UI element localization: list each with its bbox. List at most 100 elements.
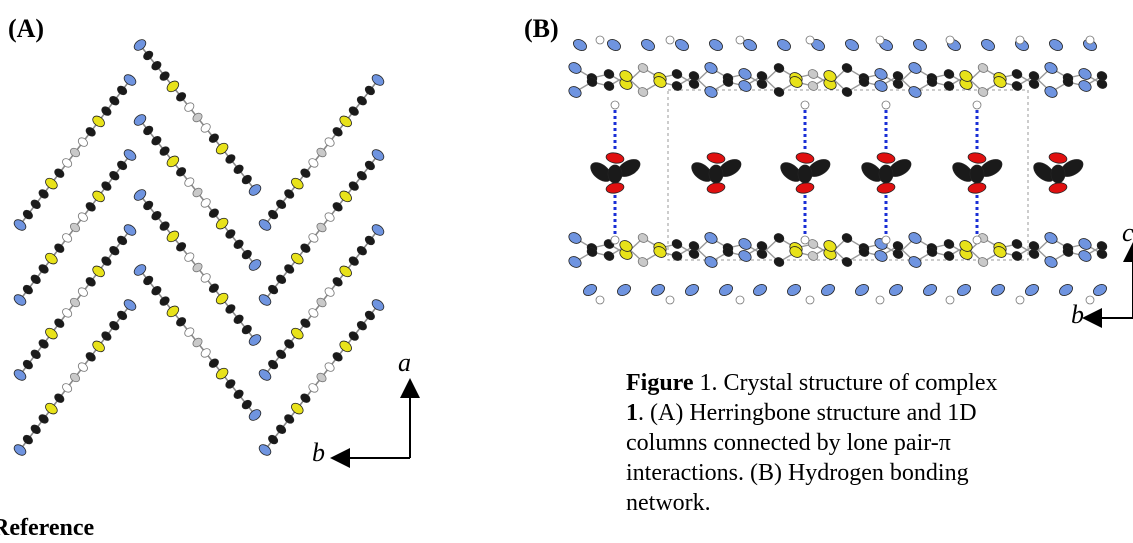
carbon-atom: [268, 359, 279, 370]
metal-atom: [192, 262, 203, 273]
nitrogen-atom: [889, 284, 903, 296]
nitrogen-atom: [787, 284, 801, 296]
carbon-atom: [756, 241, 768, 251]
nitrogen-atom: [617, 284, 631, 296]
carbon-atom: [54, 168, 65, 178]
carbon-atom: [356, 321, 367, 331]
nitrogen-atom: [753, 284, 767, 296]
carbon-atom: [300, 393, 311, 403]
nitrogen-atom: [1025, 284, 1039, 296]
nitrogen-atom: [1044, 62, 1058, 74]
carbon-atom: [22, 359, 33, 370]
nitrogen-atom: [738, 238, 752, 250]
hydrogen-atom: [62, 158, 73, 168]
carbon-atom: [54, 243, 65, 253]
carbon-atom: [143, 125, 154, 136]
nitrogen-atom: [1078, 80, 1092, 92]
metal-atom: [70, 372, 80, 383]
carbon-atom: [943, 81, 955, 91]
oxygen-atom: [876, 182, 896, 194]
carbon-atom: [356, 96, 367, 106]
carbon-atom: [671, 239, 683, 249]
hydrogen-atom: [308, 383, 319, 393]
nitrogen-atom: [991, 284, 1005, 296]
nitrogen-atom: [371, 224, 385, 236]
sulfur-atom: [619, 240, 633, 252]
metal-atom: [192, 112, 203, 123]
metal-atom: [316, 297, 327, 308]
sulfur-atom: [215, 217, 229, 230]
nitrogen-atom: [821, 284, 835, 296]
sulfur-atom: [959, 240, 973, 252]
carbon-atom: [607, 164, 623, 184]
carbon-atom: [22, 284, 33, 295]
nitrogen-atom: [568, 86, 582, 98]
nitrogen-atom: [685, 284, 699, 296]
carbon-atom: [300, 243, 311, 253]
sulfur-atom: [45, 402, 58, 415]
carbon-atom: [332, 277, 343, 287]
sulfur-atom: [45, 177, 58, 190]
hydrogen-atom: [77, 362, 88, 372]
nitrogen-atom: [874, 68, 888, 80]
nitrogen-atom: [1049, 39, 1063, 51]
nitrogen-atom: [651, 284, 665, 296]
carbon-atom: [364, 235, 375, 246]
hydrogen-atom: [1015, 35, 1025, 45]
carbon-atom: [364, 160, 375, 171]
carbon-atom: [773, 257, 785, 267]
carbon-atom: [176, 317, 187, 327]
carbon-atom: [688, 241, 700, 251]
metal-atom: [316, 147, 327, 158]
nitrogen-atom: [133, 39, 147, 51]
nitrogen-atom: [123, 224, 137, 236]
carbon-atom: [841, 257, 853, 267]
carbon-atom: [356, 171, 367, 181]
hydrogen-atom: [200, 348, 211, 358]
nitrogen-atom: [371, 149, 385, 161]
nitrogen-atom: [573, 39, 587, 51]
sulfur-atom: [619, 70, 633, 82]
hydrogen-atom: [62, 383, 73, 393]
hydrogen-atom: [324, 287, 335, 297]
carbon-atom: [159, 146, 170, 156]
carbon-atom: [151, 210, 162, 221]
oxygen-atom: [605, 152, 625, 164]
carbon-atom: [159, 221, 170, 231]
carbon-atom: [159, 71, 170, 81]
carbon-atom: [151, 285, 162, 296]
hydrogen-atom: [77, 137, 88, 147]
metal-atom: [70, 147, 80, 158]
oxygen-atom: [1048, 182, 1068, 194]
hydrogen-atom: [972, 235, 982, 245]
carbon-atom: [284, 339, 295, 349]
metal-atom: [977, 87, 989, 97]
herringbone-structure-figure: [13, 39, 420, 468]
nitrogen-atom: [123, 299, 137, 311]
sulfur-atom: [653, 76, 667, 88]
carbon-atom: [756, 71, 768, 81]
carbon-atom: [109, 321, 120, 331]
hydrogen-atom: [610, 100, 620, 110]
carbon-atom: [332, 127, 343, 137]
carbon-atom: [225, 229, 236, 239]
carbon-atom: [225, 379, 236, 389]
sulfur-atom: [291, 177, 304, 190]
carbon-atom: [233, 389, 244, 400]
carbon-atom: [117, 235, 128, 246]
hydrogen-atom: [665, 295, 675, 305]
carbon-atom: [1062, 77, 1074, 87]
sulfur-atom: [166, 230, 180, 243]
carbon-atom: [276, 349, 287, 359]
carbon-atom: [1011, 81, 1023, 91]
nitrogen-atom: [908, 256, 922, 268]
carbon-atom: [841, 87, 853, 97]
molecular-network-b: [568, 35, 1108, 305]
carbon-atom: [54, 393, 65, 403]
carbon-atom: [176, 92, 187, 102]
nitrogen-atom: [1093, 284, 1107, 296]
nitrogen-atom: [704, 86, 718, 98]
nitrogen-atom: [133, 114, 147, 126]
nitrogen-atom: [738, 250, 752, 262]
nitrogen-atom: [641, 39, 655, 51]
